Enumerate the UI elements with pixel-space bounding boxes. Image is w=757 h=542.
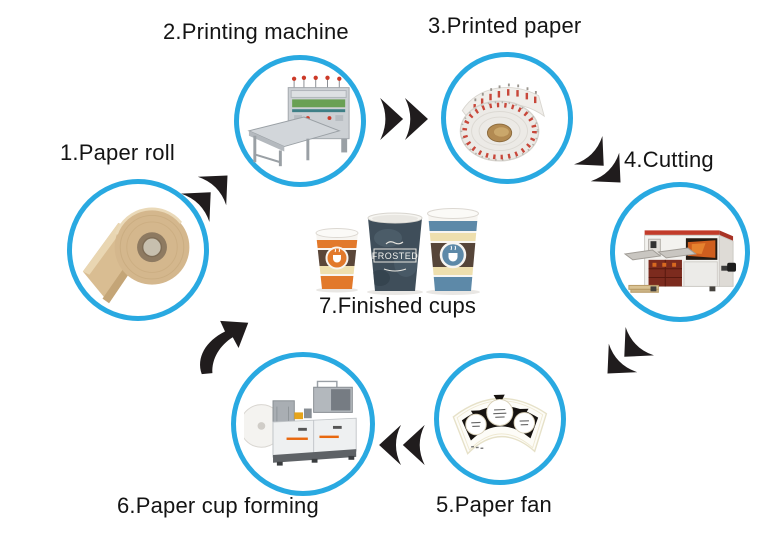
arrow-cutting-to-paper-fan (590, 325, 655, 390)
finished-cups-image: FROSTED (308, 203, 484, 295)
arrow-paper-fan-to-forming (376, 424, 426, 466)
forming-machine-icon (244, 380, 357, 466)
printed-paper-icon (459, 83, 546, 162)
printing-machine-icon (247, 75, 350, 167)
label-paper-roll: 1.Paper roll (60, 140, 175, 165)
step-circle-printed-paper (441, 52, 573, 184)
label-cutting: 4.Cutting (624, 147, 714, 172)
paper-roll-icon (82, 207, 190, 304)
label-finished-cups: 7.Finished cups (319, 293, 477, 318)
cutting-machine-icon (623, 230, 737, 293)
step-circle-printing-machine (234, 55, 366, 187)
cup-brand-text: FROSTED (372, 251, 419, 261)
step-circle-cutting (610, 182, 750, 322)
arrow-printing-to-printed-paper (379, 97, 431, 141)
label-printing-machine: 2.Printing machine (163, 19, 349, 44)
step-circle-paper-roll (67, 179, 209, 321)
arrow-printed-paper-to-cutting (572, 134, 637, 199)
paper-fan-icon (452, 394, 548, 455)
step-circle-paper-fan (434, 353, 566, 485)
label-printed-paper: 3.Printed paper (428, 13, 582, 38)
step-circle-paper-cup-forming (231, 352, 375, 496)
arrow-paper-roll-to-printing (179, 158, 244, 223)
label-paper-cup-forming: 6.Paper cup forming (117, 493, 319, 518)
label-paper-fan: 5.Paper fan (436, 492, 552, 517)
arrow-forming-to-finished-cups (193, 315, 257, 377)
